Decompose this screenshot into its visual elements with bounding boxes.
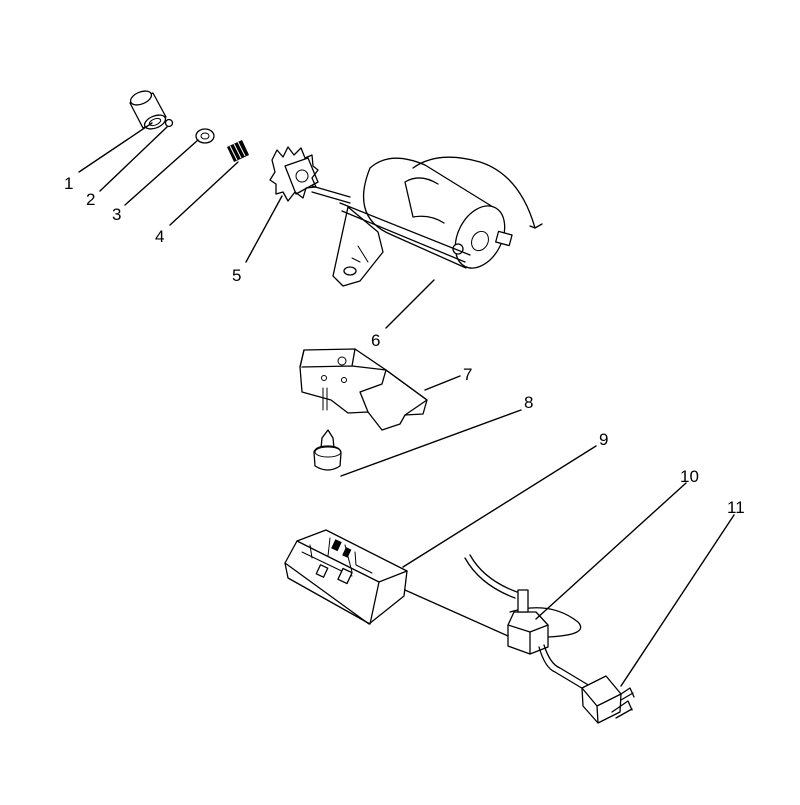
part-5-pinion-gear [269,146,319,202]
leader-9 [402,445,597,568]
leader-1 [78,122,153,173]
leader-7 [424,375,461,391]
part-7-switch-cover [299,348,428,431]
leader-4 [169,161,239,226]
part-11-plug [581,675,635,724]
callout-6: 6 [371,331,380,350]
leader-8 [340,409,522,477]
leader-6 [385,279,435,329]
callout-2: 2 [86,190,95,209]
leader-10 [535,482,687,620]
callout-5: 5 [232,266,241,285]
part-9-switch-box [284,529,408,625]
part-6-starter-motor [332,156,543,287]
motor-shaft [311,185,351,204]
connector-line [404,589,509,637]
callout-8: 8 [524,393,533,412]
part-4-spring [227,140,249,162]
callout-3: 3 [112,205,121,224]
part-10-switch [464,554,591,691]
callout-10: 10 [680,467,699,486]
callout-labels: 1 2 3 4 5 6 7 8 9 10 11 [64,174,745,517]
leader-11 [620,514,735,687]
leader-3 [124,139,199,206]
leader-lines [78,122,735,687]
part-1-cap [129,90,167,130]
leader-5 [245,195,283,263]
leader-2 [99,126,168,192]
callout-4: 4 [155,227,164,246]
part-3-washer [195,128,215,144]
part-2-clip [164,118,174,128]
callout-9: 9 [599,430,608,449]
callout-11: 11 [727,498,745,517]
part-8-knob [313,429,342,471]
callout-1: 1 [64,174,73,193]
callout-7: 7 [463,365,472,384]
